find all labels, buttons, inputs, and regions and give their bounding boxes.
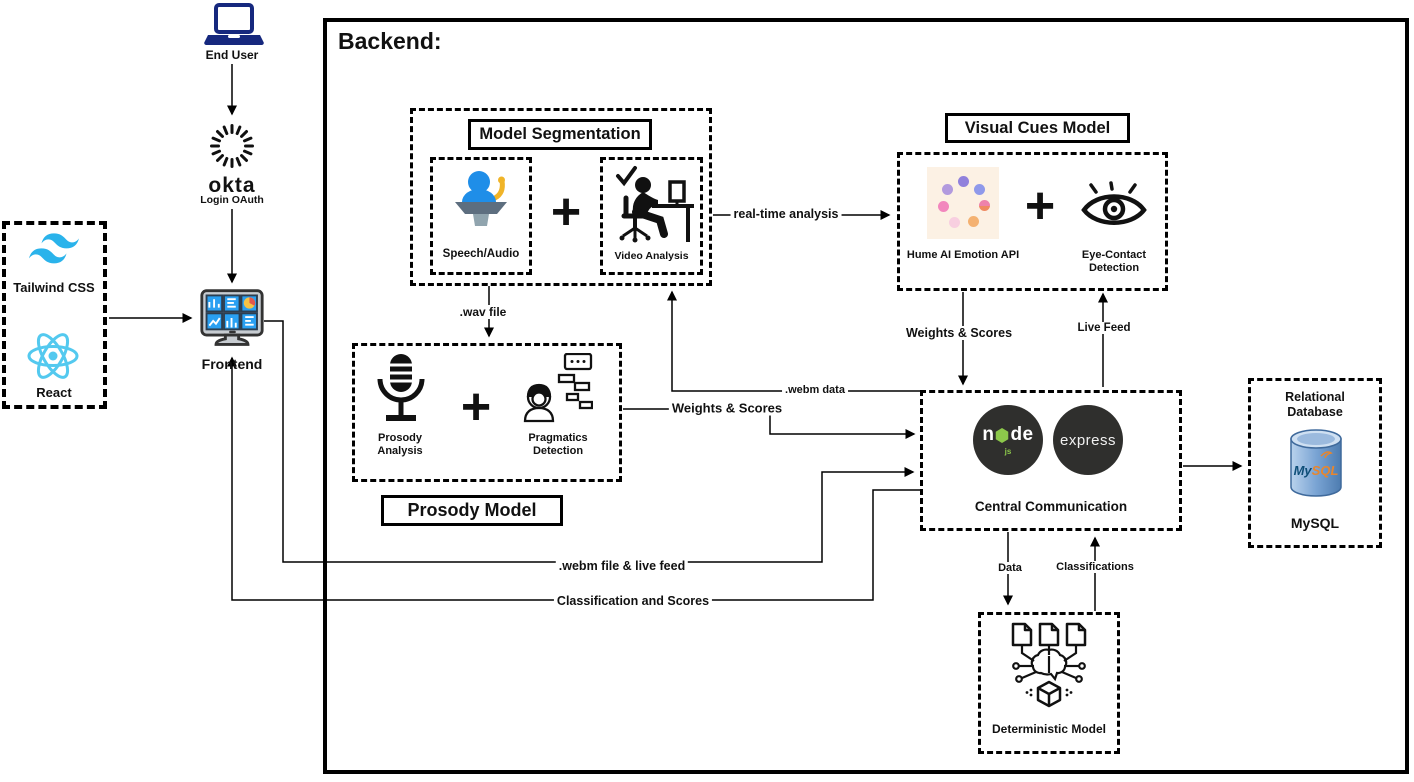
backend-title: Backend: (338, 28, 442, 54)
edge-label-live-feed: Live Feed (1074, 322, 1134, 334)
speech-audio-box (430, 157, 532, 275)
visual-cues-box (897, 152, 1168, 291)
deterministic-model-label: Deterministic Model (991, 722, 1107, 736)
hume-ai-icon (927, 167, 999, 239)
react-label: React (36, 385, 72, 400)
model-segmentation-title: Model Segmentation (468, 119, 652, 150)
end-user-label: End User (205, 48, 259, 62)
hume-ai-label: Hume AI Emotion API (906, 249, 1020, 261)
okta-spinner-icon (210, 124, 254, 168)
laptop-icon (204, 3, 264, 46)
frontend-stack-box (2, 221, 107, 409)
plus-icon: + (550, 183, 582, 241)
edge-label-classification: Classification and Scores (553, 594, 713, 608)
frontend-label: Frontend (201, 356, 263, 372)
prosody-analysis-label: Prosody Analysis (377, 432, 423, 458)
node-hexagon-icon (996, 427, 1009, 443)
svg-text:MySQL: MySQL (1294, 463, 1339, 478)
mysql-label: MySQL (1290, 515, 1340, 531)
plus-icon: + (460, 378, 492, 436)
pragmatics-icon (523, 353, 593, 423)
edge-label-weights-prosody: Weights & Scores (668, 400, 786, 416)
okta-wordmark: okta (208, 174, 256, 197)
nodejs-icon: n de js (973, 405, 1043, 475)
edge-label-classifications: Classifications (1053, 561, 1137, 573)
prosody-mic-icon (377, 354, 425, 421)
edge-label-wav-file: .wav file (456, 305, 510, 319)
speech-audio-label: Speech/Audio (442, 248, 520, 260)
node-letters-de: de (1010, 424, 1034, 445)
deterministic-model-box (978, 612, 1120, 754)
video-analysis-icon (616, 166, 694, 243)
speech-audio-icon (455, 171, 507, 226)
central-communication-box (920, 390, 1182, 531)
eye-contact-label: Eye-Contact Detection (1081, 249, 1147, 275)
tailwind-label: Tailwind CSS (13, 280, 95, 295)
express-wordmark: express (1059, 431, 1117, 449)
relational-database-box (1248, 378, 1382, 548)
visual-cues-title: Visual Cues Model (945, 113, 1130, 143)
central-communication-label: Central Communication (974, 499, 1128, 514)
node-js-badge: js (1004, 447, 1012, 456)
model-segmentation-box (410, 108, 712, 286)
video-analysis-label: Video Analysis (614, 250, 689, 262)
mysql-cylinder-icon: MySQL (1290, 429, 1342, 497)
express-icon: express (1053, 405, 1123, 475)
prosody-model-title: Prosody Model (381, 495, 563, 526)
tailwind-icon (29, 233, 79, 264)
mysql-logo-sql: SQL (1312, 463, 1339, 478)
deterministic-model-icon (1011, 622, 1087, 708)
react-icon (27, 333, 79, 379)
video-analysis-box (600, 157, 703, 275)
pragmatics-label: Pragmatics Detection (528, 432, 588, 458)
edge-label-weights-visual: Weights & Scores (902, 326, 1016, 340)
edge-label-realtime: real-time analysis (730, 207, 842, 221)
frontend-dashboard-icon (200, 289, 264, 346)
relational-database-title: Relational Database (1285, 390, 1345, 419)
plus-icon: + (1024, 177, 1056, 235)
edge-label-webm-live: .webm file & live feed (555, 559, 689, 573)
okta-label: Login OAuth (200, 194, 264, 206)
edge-label-webm-data: .webm data (782, 384, 848, 396)
eye-contact-icon (1081, 181, 1147, 225)
edge-label-data: Data (995, 562, 1025, 574)
node-letter-n: n (982, 424, 995, 445)
mysql-logo-my: My (1294, 463, 1313, 478)
